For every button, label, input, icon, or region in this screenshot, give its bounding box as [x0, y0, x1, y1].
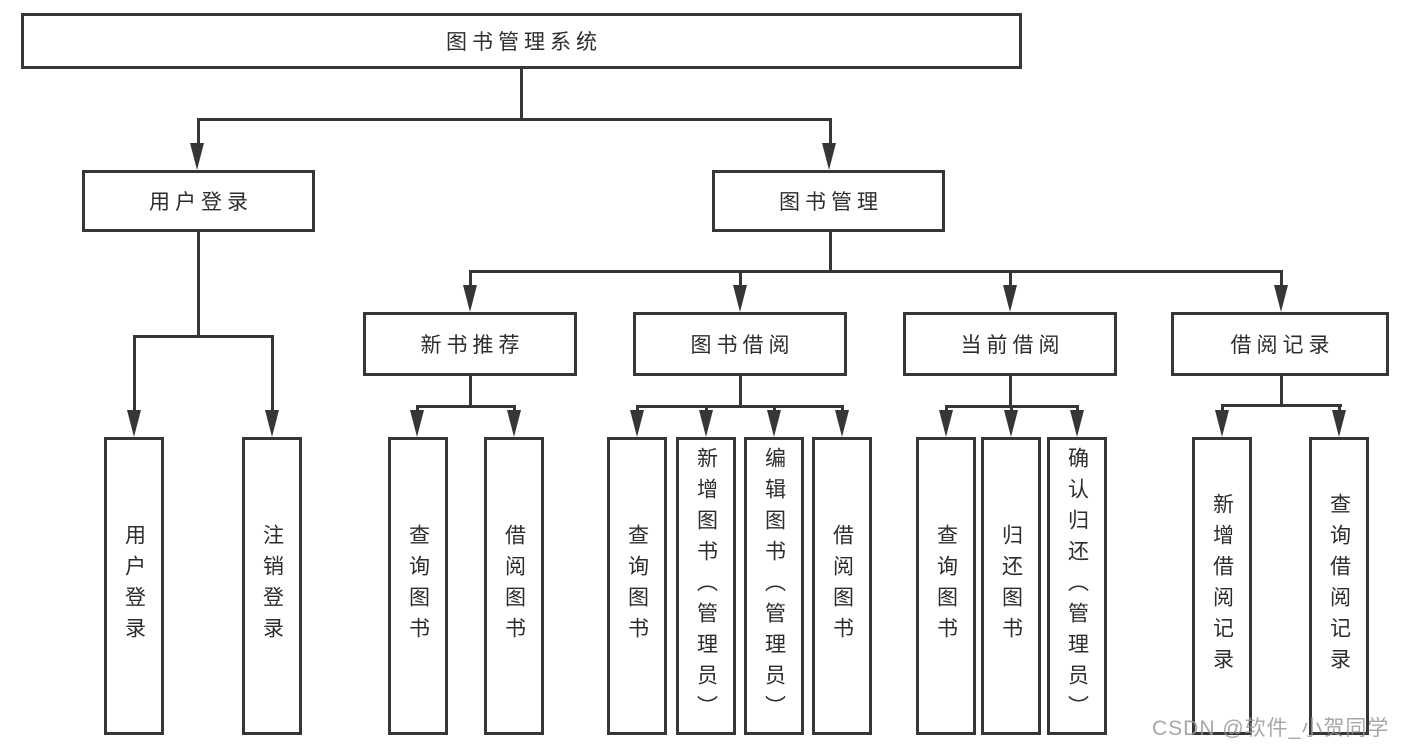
arrow-down-icon: [733, 285, 747, 312]
connector-line: [469, 270, 472, 295]
node-library-system: 图书管理系统: [21, 13, 1022, 69]
node-label: 编辑图书（管理员）: [762, 446, 786, 726]
node-label: 当前借阅: [960, 334, 1065, 357]
connector-line: [1009, 376, 1012, 408]
connector-line: [1009, 270, 1012, 295]
leaf-edit-books-admin: 编辑图书（管理员）: [744, 437, 804, 735]
connector-line: [829, 232, 832, 273]
node-label: 新书推荐: [420, 334, 525, 357]
leaf-return-books: 归还图书: [981, 437, 1041, 735]
connector-line: [133, 335, 274, 338]
node-label: 新增图书（管理员）: [694, 446, 718, 726]
leaf-borrow-books: 借阅图书: [484, 437, 544, 735]
connector-line: [416, 405, 516, 408]
node-label: 图书借阅: [690, 334, 795, 357]
node-label: 新增借阅记录: [1210, 493, 1234, 679]
arrow-down-icon: [190, 143, 204, 170]
arrow-down-icon: [1332, 410, 1346, 437]
node-book-borrowing: 图书借阅: [633, 312, 847, 376]
watermark-text: CSDN @软件_小贺同学: [1152, 717, 1390, 740]
arrow-down-icon: [1004, 410, 1018, 437]
connector-line: [1280, 376, 1283, 407]
arrow-down-icon: [699, 410, 713, 437]
arrow-down-icon: [767, 410, 781, 437]
node-label: 查询图书: [406, 524, 430, 648]
connector-line: [197, 118, 832, 121]
connector-line: [271, 335, 274, 420]
connector-line: [1280, 270, 1283, 295]
connector-line: [197, 118, 200, 148]
node-label: 查询借阅记录: [1327, 493, 1351, 679]
leaf-add-books-admin: 新增图书（管理员）: [676, 437, 736, 735]
leaf-query-borrow-record: 查询借阅记录: [1309, 437, 1369, 735]
node-label: 用户登录: [149, 191, 253, 214]
node-label: 查询图书: [625, 524, 649, 648]
connector-line: [1221, 404, 1342, 407]
arrow-down-icon: [822, 143, 836, 170]
node-label: 归还图书: [999, 524, 1023, 648]
node-label: 用户登录: [122, 524, 146, 648]
node-user-login: 用户登录: [82, 170, 315, 232]
connector-line: [133, 335, 136, 420]
arrow-down-icon: [939, 410, 953, 437]
connector-line: [197, 232, 200, 338]
arrow-down-icon: [410, 410, 424, 437]
arrow-down-icon: [1003, 285, 1017, 312]
arrow-down-icon: [265, 410, 279, 437]
node-label: 借阅图书: [502, 524, 526, 648]
arrow-down-icon: [1274, 285, 1288, 312]
node-label: 注销登录: [260, 524, 284, 648]
arrow-down-icon: [127, 410, 141, 437]
leaf-add-borrow-record: 新增借阅记录: [1192, 437, 1252, 735]
connector-line: [739, 270, 742, 295]
node-label: 图书管理系统: [446, 31, 602, 54]
arrow-down-icon: [835, 410, 849, 437]
node-book-management: 图书管理: [712, 170, 945, 232]
connector-line: [636, 405, 844, 408]
node-label: 确认归还（管理员）: [1065, 446, 1089, 726]
leaf-user-login: 用户登录: [104, 437, 164, 735]
connector-line: [739, 376, 742, 408]
arrow-down-icon: [463, 285, 477, 312]
connector-line: [469, 270, 1283, 273]
connector-line: [829, 118, 832, 148]
arrow-down-icon: [630, 410, 644, 437]
connector-line: [469, 376, 472, 408]
connector-line: [520, 69, 523, 118]
arrow-down-icon: [507, 410, 521, 437]
node-new-book-recommend: 新书推荐: [363, 312, 577, 376]
leaf-query-books: 查询图书: [916, 437, 976, 735]
leaf-borrow-books: 借阅图书: [812, 437, 872, 735]
node-label: 查询图书: [934, 524, 958, 648]
leaf-confirm-return-admin: 确认归还（管理员）: [1047, 437, 1107, 735]
node-borrow-records: 借阅记录: [1171, 312, 1389, 376]
node-label: 借阅记录: [1230, 334, 1335, 357]
node-current-borrowing: 当前借阅: [903, 312, 1117, 376]
node-label: 图书管理: [779, 191, 883, 214]
arrow-down-icon: [1215, 410, 1229, 437]
leaf-logout: 注销登录: [242, 437, 302, 735]
node-label: 借阅图书: [830, 524, 854, 648]
arrow-down-icon: [1070, 410, 1084, 437]
leaf-query-books: 查询图书: [607, 437, 667, 735]
leaf-query-books: 查询图书: [388, 437, 448, 735]
